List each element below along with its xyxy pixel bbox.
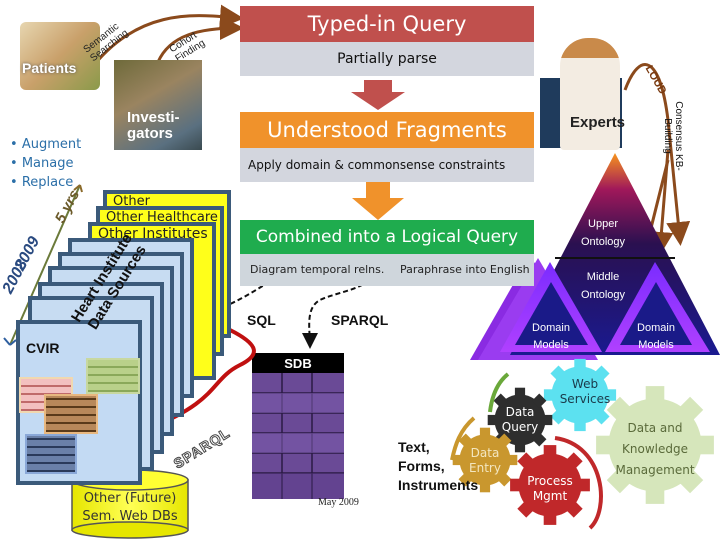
future-db-label: Other (Future) Sem. Web DBs [82,491,178,524]
bullet-replace: • Replace [10,175,74,190]
investigators-image [114,60,202,150]
bullet-augment: • Augment [10,137,82,152]
text-forms-label: Text, Forms, Instruments [398,439,479,493]
diagram-temporal-label: Diagram temporal relns. [250,263,385,276]
dkm-label: Data and Knowledge Management [615,421,695,477]
consensus-label: Consensus KB-Building [662,101,684,171]
patients-image [20,22,100,90]
down-arrow-2 [352,182,404,220]
date-label: May 2009 [318,497,359,508]
experts-figure [560,38,620,150]
middle-ontology-label: Middle Ontology [580,271,626,301]
step3-subbar: Diagram temporal relns. Paraphrase into … [240,254,534,286]
sql-label: SQL [247,312,276,328]
cohort-finding-arrow [156,16,244,63]
investigators-label: Investi-gators [127,109,180,142]
sdb-table [252,353,344,499]
process-mgmt-label: Process Mgmt [527,474,573,503]
entry-cycle-arrow [450,416,476,461]
web-services-label: Web Services [559,377,611,406]
ontology-pyramid [470,153,720,360]
cvir-label: CVIR [26,340,60,356]
patients-label: Patients [22,60,77,76]
bullet-manage: • Manage [10,156,74,171]
sdb-title: SDB [284,355,312,371]
bullet-list: • Augment • Manage • Replace [10,135,81,192]
process-cycle-arrow [554,436,603,530]
step-apply-constraints: Apply domain & commonsense constraints [240,148,534,182]
sparql-label: SPARQL [331,312,389,328]
paraphrase-english-label: Paraphrase into English [400,263,530,276]
table-icon-navy [25,434,77,474]
step-typed-in-query: Typed-in Query [240,6,534,42]
query-cycle-arrow [488,372,510,413]
step-partially-parse: Partially parse [240,42,534,76]
timeline-arrow [9,184,81,346]
table-icon-green [86,358,140,394]
domain-models-right-label: Domain Models [637,322,675,351]
domain-models-left-label: Domain Models [532,322,570,351]
step-combined-logical-query: Combined into a Logical Query [240,220,534,254]
step-understood-fragments: Understood Fragments [240,112,534,148]
upper-ontology-label: Upper Ontology [580,218,626,248]
table-icon-brown [44,394,98,434]
data-entry-label: Data Entry [469,446,501,475]
consensus-arc [623,63,691,246]
gears-cluster [450,358,714,530]
down-arrow-1 [351,80,405,110]
data-query-label: Data Query [501,405,539,434]
experts-label: Experts [570,114,626,131]
